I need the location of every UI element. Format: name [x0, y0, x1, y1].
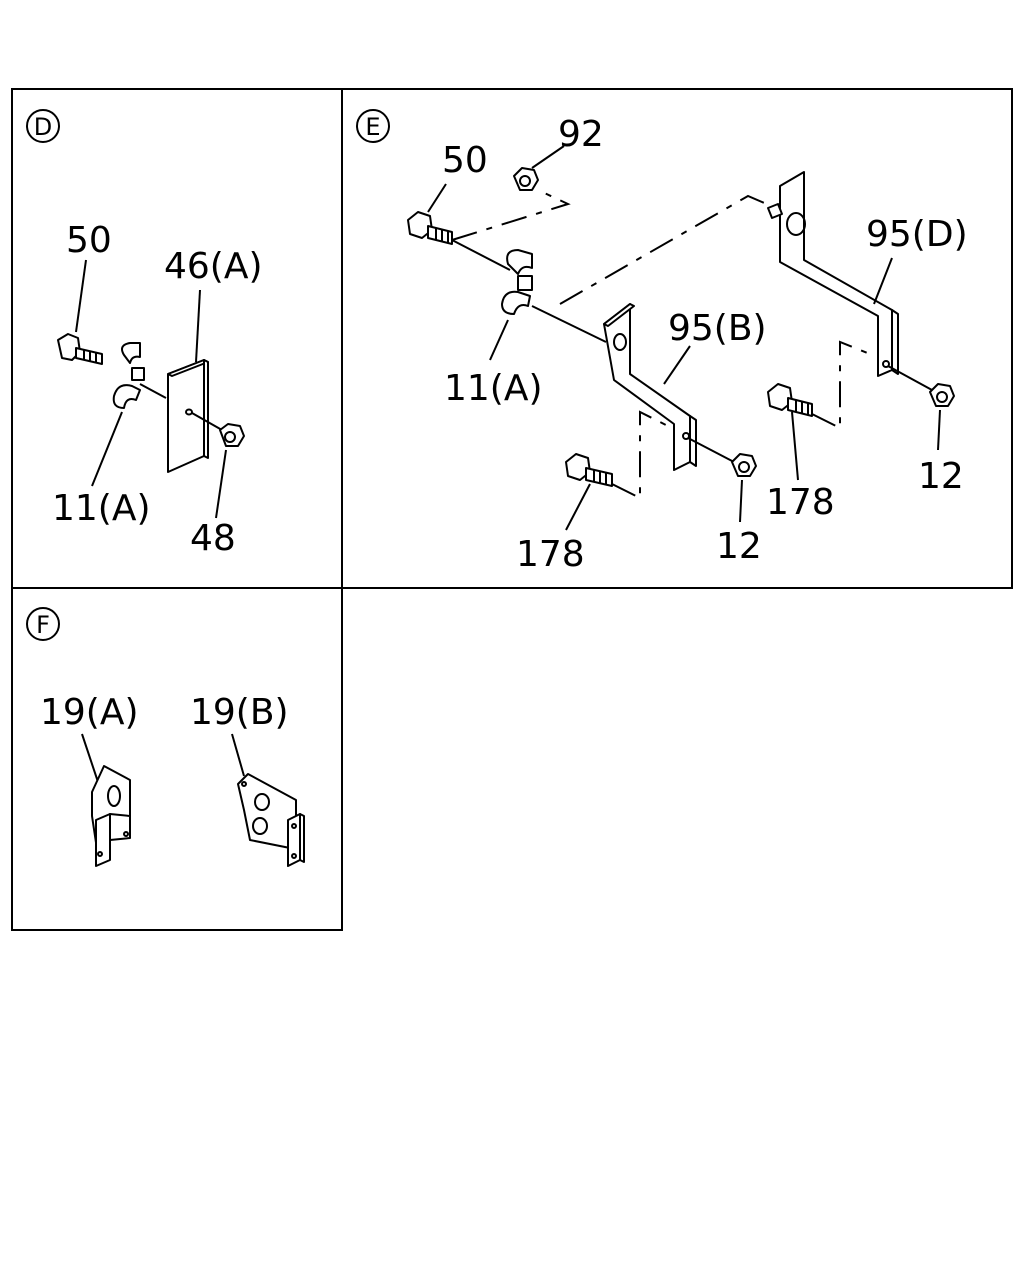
label-f-bracket-a: 19(A)	[40, 692, 139, 733]
label-e-nut-top: 92	[558, 114, 604, 155]
leader-e-bracket-d	[873, 257, 893, 305]
panel-d-badge: D	[26, 109, 60, 143]
bolt-icon	[565, 453, 613, 487]
axis-d	[139, 383, 167, 399]
axis-d-nut	[191, 412, 223, 431]
bracket-icon	[603, 303, 697, 471]
axis-e-clamp-bracket	[531, 305, 607, 343]
axis-e-bolt-clamp	[451, 239, 511, 271]
panel-e: E 50 92 11(A)	[356, 109, 968, 575]
leader-e-clamp	[489, 319, 509, 361]
leader-e-bracket-b	[663, 345, 691, 385]
panel-e-id: E	[365, 113, 380, 141]
panel-e-frame	[341, 88, 1013, 589]
axis-e-bolt-b	[611, 410, 669, 500]
axis-e-long	[559, 194, 777, 305]
panel-f-badge: F	[26, 607, 60, 641]
label-f-bracket-b: 19(B)	[190, 692, 289, 733]
leader-d-plate	[195, 289, 201, 363]
plate-icon	[167, 359, 209, 473]
nut-icon	[929, 383, 955, 407]
leader-d-clamp	[91, 411, 123, 487]
bracket-icon	[91, 765, 131, 867]
nut-icon	[513, 167, 539, 191]
leader-d-nut	[215, 449, 227, 519]
leader-f-bracket-b	[231, 733, 245, 777]
panel-d: D 50 11(A) 46(A)	[26, 109, 263, 559]
axis-e-nut-d	[887, 365, 933, 391]
nut-icon	[219, 423, 245, 447]
panel-frames	[11, 88, 1013, 931]
clamp-icon	[112, 342, 145, 409]
bolt-icon	[767, 383, 813, 417]
panel-f-id: F	[36, 611, 50, 639]
leader-e-nut-d	[937, 409, 941, 451]
label-e-bolt-b: 178	[516, 534, 585, 575]
bolt-icon	[57, 333, 103, 365]
nut-icon	[731, 453, 757, 477]
label-e-bolt-d: 178	[766, 482, 835, 523]
label-e-bracket-d: 95(D)	[866, 214, 968, 255]
label-e-bolt: 50	[442, 140, 488, 181]
label-d-clamp: 11(A)	[52, 488, 151, 529]
clamp-icon	[501, 249, 533, 315]
leader-e-nut-top	[531, 145, 565, 169]
bracket-icon	[237, 773, 305, 867]
panel-e-badge: E	[356, 109, 390, 143]
leader-e-bolt-b	[565, 483, 591, 531]
label-d-bolt: 50	[66, 220, 112, 261]
label-d-plate: 46(A)	[164, 246, 263, 287]
bolt-icon	[407, 211, 453, 245]
leader-d-bolt	[75, 259, 87, 333]
panel-f-frame	[11, 587, 343, 931]
axis-e-nut-b	[687, 437, 735, 463]
panel-d-id: D	[34, 113, 52, 141]
bracket-icon	[767, 171, 899, 377]
leader-e-bolt	[427, 183, 447, 213]
axis-e-main	[451, 189, 571, 241]
panel-f: F 19(A) 19(B)	[26, 607, 305, 867]
leader-e-nut-b	[739, 479, 743, 523]
label-e-nut-d: 12	[918, 456, 964, 497]
label-e-nut-b: 12	[716, 526, 762, 567]
leader-e-bolt-d	[791, 411, 799, 481]
label-e-bracket-b: 95(B)	[668, 308, 767, 349]
label-d-nut: 48	[190, 518, 236, 559]
axis-e-bolt-d	[811, 340, 871, 430]
label-e-clamp: 11(A)	[444, 368, 543, 409]
